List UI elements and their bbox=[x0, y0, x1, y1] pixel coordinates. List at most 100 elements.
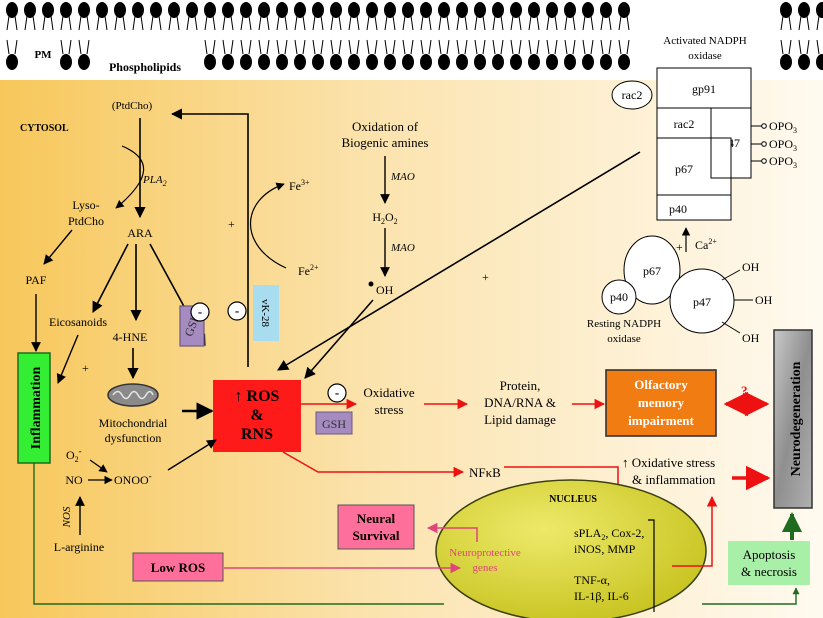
minus-gsh-left: - bbox=[198, 304, 202, 319]
p40-resting-label: p40 bbox=[610, 290, 628, 304]
lipid-tail bbox=[582, 15, 594, 31]
lipid-tail bbox=[474, 15, 486, 31]
larginine-label: L-arginine bbox=[54, 540, 104, 554]
vitk-label: vK-28 bbox=[259, 299, 271, 328]
lipid-tail bbox=[438, 39, 450, 55]
lipid-tail bbox=[312, 39, 324, 55]
lipid-head bbox=[150, 2, 162, 18]
question-mark: ? bbox=[741, 383, 748, 398]
lipid-tail bbox=[816, 39, 820, 55]
oxidative-inflammation-label: ↑ Oxidative stress& inflammation bbox=[622, 455, 716, 487]
lipid-tail bbox=[564, 39, 576, 55]
opo3-label-2: OPO3 bbox=[769, 137, 797, 153]
lipid-tail bbox=[456, 39, 468, 55]
p40-active-label: p40 bbox=[669, 202, 687, 216]
lipid-tail bbox=[582, 39, 594, 55]
lipid-head bbox=[582, 54, 594, 70]
pla2-label: PLA2 bbox=[142, 174, 167, 188]
lipid-head bbox=[186, 2, 198, 18]
nucleus bbox=[435, 479, 707, 618]
lipid-tail bbox=[510, 39, 522, 55]
phospholipid-bilayer bbox=[6, 2, 823, 70]
lipid-tail bbox=[528, 39, 540, 55]
inhibit-circle-vk28 bbox=[227, 301, 247, 321]
lipid-head bbox=[492, 54, 504, 70]
inhibit-circle-gsh-right bbox=[327, 383, 347, 403]
radical-dot bbox=[368, 281, 374, 287]
lipid-head bbox=[330, 2, 342, 18]
lipid-head bbox=[618, 54, 630, 70]
lipid-tail bbox=[294, 15, 306, 31]
arrow-ara-eicosanoids bbox=[92, 243, 129, 313]
lipid-head bbox=[60, 54, 72, 70]
lipid-head bbox=[96, 2, 108, 18]
lipid-tail bbox=[492, 39, 504, 55]
arrow-lyso-paf bbox=[43, 229, 73, 265]
lipid-tail bbox=[384, 39, 396, 55]
lipid-head bbox=[492, 2, 504, 18]
low-ros-box bbox=[132, 552, 224, 582]
lipid-head bbox=[276, 2, 288, 18]
lipid-head bbox=[600, 54, 612, 70]
lipid-tail bbox=[312, 15, 324, 31]
damage-label: Protein,DNA/RNA &Lipid damage bbox=[484, 378, 556, 427]
p40-box bbox=[656, 194, 732, 221]
lipid-tail bbox=[618, 15, 630, 31]
arrow-eicosanoids-inflammation bbox=[56, 334, 79, 384]
lipid-head bbox=[258, 54, 270, 70]
ptdcho-label: (PtdCho) bbox=[112, 100, 153, 112]
lipid-tail bbox=[132, 15, 144, 31]
neural-survival-box bbox=[337, 504, 415, 550]
oh-label-1: OH bbox=[742, 260, 760, 274]
hne-label: 4-HNE bbox=[113, 330, 148, 344]
lipid-head bbox=[204, 2, 216, 18]
lipid-head bbox=[348, 54, 360, 70]
lipid-head bbox=[816, 54, 823, 70]
phosphate-groups bbox=[751, 123, 767, 164]
lipid-tail bbox=[600, 15, 612, 31]
h2o2-label: H2O2 bbox=[372, 210, 397, 226]
cytosol-label: CYTOSOL bbox=[20, 123, 69, 134]
lipid-head bbox=[24, 2, 36, 18]
lipid-head bbox=[312, 2, 324, 18]
lipid-head bbox=[240, 2, 252, 18]
oh-radical-label: OH bbox=[376, 283, 394, 297]
lipid-tail bbox=[240, 15, 252, 31]
lipid-head bbox=[168, 2, 180, 18]
p47-box-overlay bbox=[710, 107, 752, 179]
arrow-nadph-ros bbox=[277, 151, 641, 371]
plus-nadph: + bbox=[482, 270, 489, 284]
lipid-head bbox=[510, 54, 522, 70]
p67-active-label: p67 bbox=[675, 162, 693, 176]
lipid-head bbox=[330, 54, 342, 70]
lipid-tail bbox=[78, 15, 90, 31]
lipid-head bbox=[402, 54, 414, 70]
rac2-membrane bbox=[611, 80, 653, 110]
lipid-tail bbox=[528, 15, 540, 31]
p47-resting-label: p47 bbox=[693, 295, 711, 309]
no-label: NO bbox=[65, 473, 83, 487]
lipid-head bbox=[816, 2, 823, 18]
lipid-tail bbox=[816, 15, 820, 31]
nucleus-label: NUCLEUS bbox=[549, 494, 597, 505]
arrow-oh-ros bbox=[304, 299, 374, 379]
lipid-head bbox=[798, 54, 810, 70]
lipid-tail bbox=[348, 15, 360, 31]
lipid-head bbox=[528, 54, 540, 70]
lipid-tail bbox=[6, 39, 18, 55]
lipid-head bbox=[420, 2, 432, 18]
lipid-tail bbox=[78, 39, 90, 55]
lipid-head bbox=[582, 2, 594, 18]
ara-label: ARA bbox=[127, 226, 153, 240]
lipid-tail bbox=[276, 15, 288, 31]
inflammation-feedback-line bbox=[33, 463, 444, 605]
lipid-tail bbox=[168, 15, 180, 31]
lipid-tail bbox=[60, 15, 72, 31]
lipid-tail bbox=[456, 15, 468, 31]
lipid-tail bbox=[276, 39, 288, 55]
lipid-head bbox=[564, 2, 576, 18]
lipid-tail bbox=[438, 15, 450, 31]
p67-resting-label: p67 bbox=[643, 264, 661, 278]
